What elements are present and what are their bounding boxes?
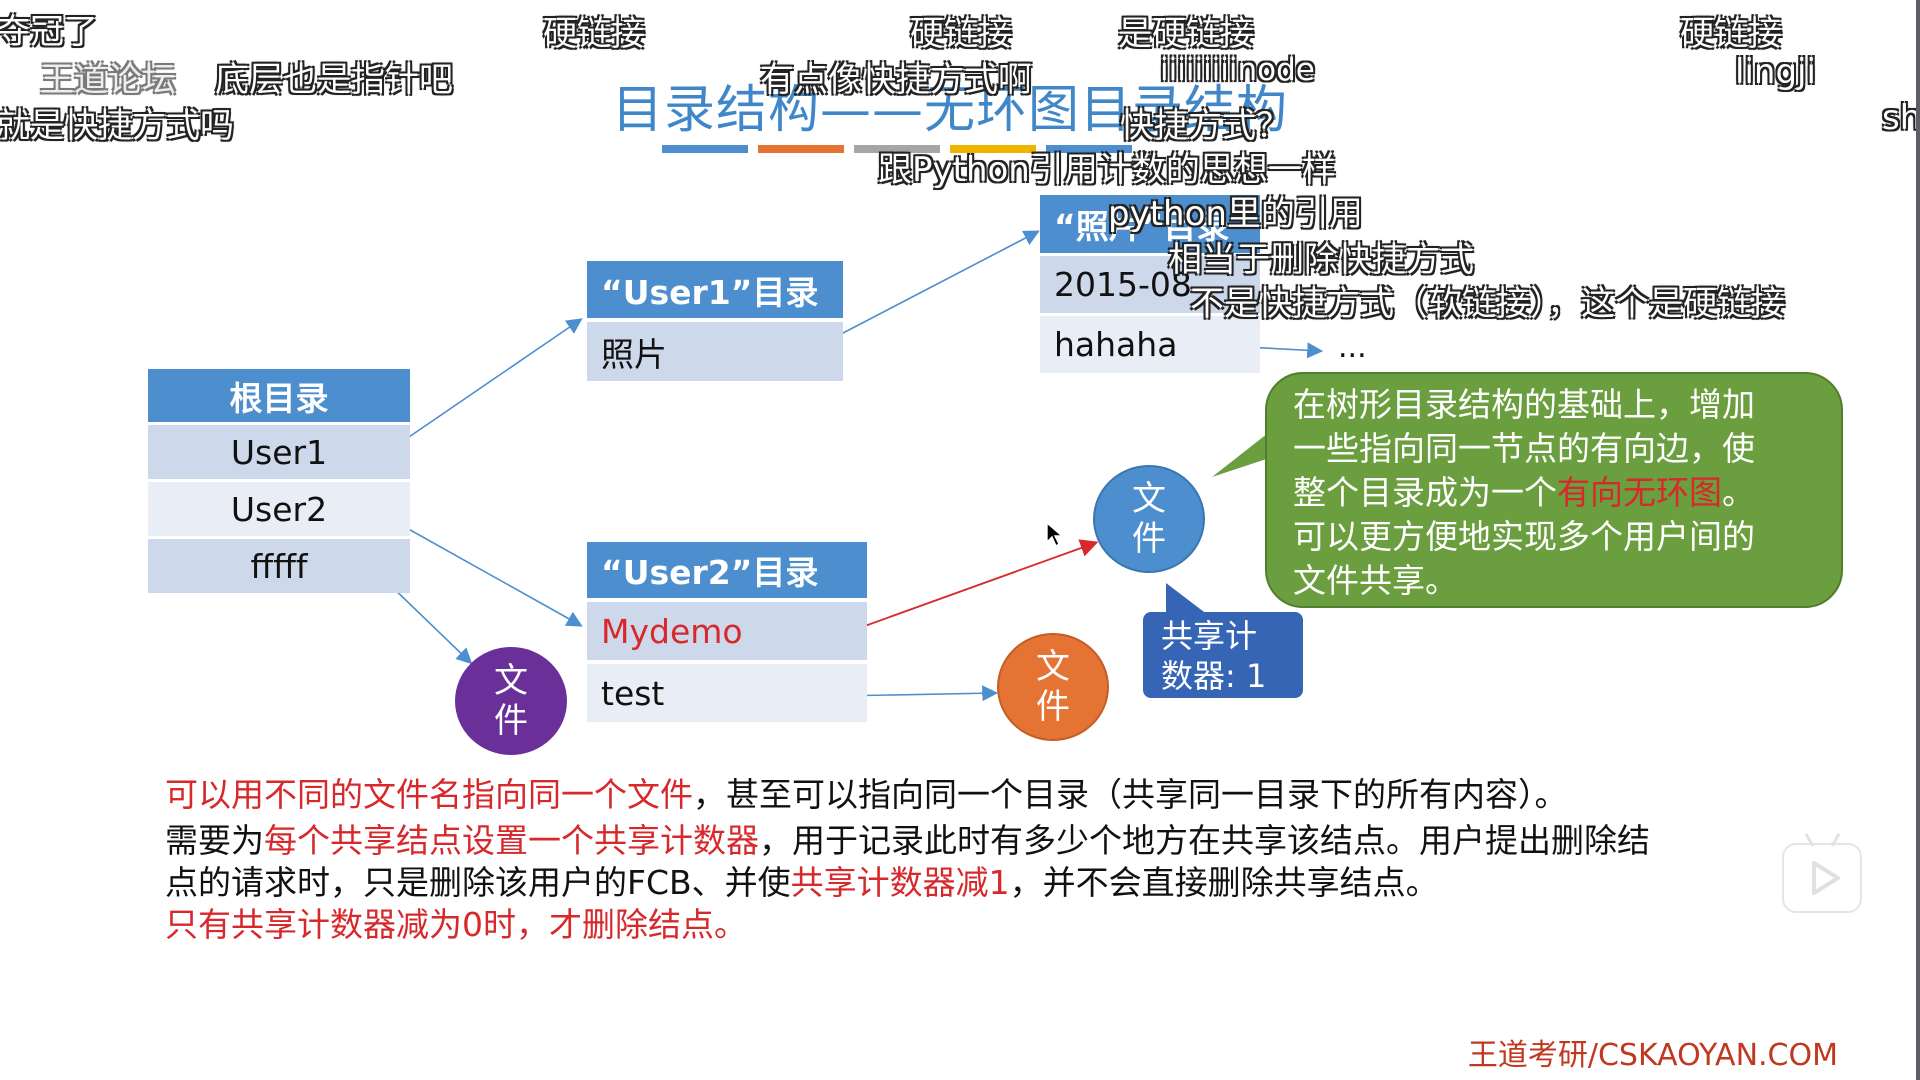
photos-directory-header: “照片”目录 [1040, 195, 1260, 253]
user2-directory-header: “User2”目录 [587, 542, 867, 598]
play-icon [1812, 861, 1840, 895]
callout-line-5: 文件共享。 [1293, 561, 1458, 600]
title-underline-yellow [950, 145, 1036, 153]
title-underline-gray [854, 145, 940, 153]
title-underline-orange [758, 145, 844, 153]
user2-row-mydemo: Mydemo [587, 602, 867, 660]
user2-row-test: test [587, 664, 867, 722]
callout-line-3: 整个目录成为一个有向无环图。 [1293, 471, 1811, 515]
arrow-user1-to-user1-dir [386, 318, 583, 453]
arrow-fffff-to-purple-file [386, 581, 473, 665]
paragraph-3-red: 共享计数器减1 [790, 863, 1010, 902]
user1-directory-table: “User1”目录 照片 [587, 261, 843, 387]
paragraph-1-black: ，甚至可以指向同一个目录（共享同一目录下的所有内容）。 [693, 775, 1568, 814]
title-underline-blue [662, 145, 748, 153]
title-underline-blue-2 [1046, 145, 1132, 153]
danmaku-comment: 跟Python引用计数的思想一样 [878, 150, 1336, 190]
footer-watermark: 王道考研/CSKAOYAN.COM [1467, 1038, 1838, 1073]
danmaku-comment: lingji [1735, 52, 1816, 92]
danmaku-comment: 硬链接 [910, 14, 1012, 54]
file-node-orange-label: 文件 [1036, 647, 1070, 727]
photos-directory-table: “照片”目录 2015-08 hahaha [1040, 195, 1260, 375]
slide-title: 目录结构——无环图目录结构 [612, 81, 1289, 140]
file-node-purple: 文件 [455, 647, 567, 755]
root-directory-header: 根目录 [148, 369, 410, 422]
callout-line-2: 一些指向同一节点的有向边，使 [1293, 429, 1755, 468]
root-row-user2: User2 [148, 482, 410, 536]
danmaku-comment: 不是快捷方式（软链接），这个是硬链接 [1190, 284, 1785, 324]
callout-line-3-pre: 整个目录成为一个 [1293, 473, 1557, 512]
danmaku-comment: 就是快捷方式吗 [0, 106, 234, 146]
tv-play-widget[interactable] [1782, 843, 1862, 913]
paragraph-2-b: ，用于记录此时有多少个地方在共享该结点。用户提出删除结 [759, 821, 1650, 860]
danmaku-comment: python里的引用 [1108, 194, 1363, 234]
danmaku-comment: iiiiiiiiinode [1160, 52, 1315, 88]
paragraph-3: 点的请求时，只是删除该用户的FCB、并使共享计数器减1，并不会直接删除共享结点。 [165, 862, 1439, 904]
danmaku-comment: 王道论坛 [40, 60, 176, 100]
arrow-photos-to-photos-dir [819, 230, 1040, 346]
root-row-fffff: fffff [148, 539, 410, 593]
paragraph-1: 可以用不同的文件名指向同一个文件，甚至可以指向同一个目录（共享同一目录下的所有内… [165, 774, 1568, 816]
paragraph-3-b: ，并不会直接删除共享结点。 [1009, 863, 1439, 902]
paragraph-1-red: 可以用不同的文件名指向同一个文件 [165, 775, 693, 814]
paragraph-2-a: 需要为 [165, 821, 264, 860]
file-node-orange: 文件 [997, 633, 1109, 741]
user1-directory-header: “User1”目录 [587, 261, 843, 318]
callout-line-3-post: 。 [1722, 473, 1755, 512]
danmaku-comment: 夺冠了 [0, 12, 98, 52]
danmaku-comment: 快捷方式？ [1120, 106, 1290, 146]
paragraph-4: 只有共享计数器减为0时，才删除结点。 [165, 904, 747, 946]
mouse-cursor-icon [1046, 522, 1064, 548]
paragraph-2-red: 每个共享结点设置一个共享计数器 [264, 821, 759, 860]
player-frame-edge [1916, 0, 1920, 1080]
arrow-user2-to-user2-dir [386, 516, 583, 627]
file-node-blue: 文件 [1093, 465, 1205, 573]
paragraph-4-red: 只有共享计数器减为0时，才删除结点。 [165, 905, 747, 944]
photos-ellipsis: ... [1338, 330, 1367, 365]
danmaku-comment: 是硬链接 [1118, 14, 1254, 54]
share-counter-line-1: 共享计 [1161, 617, 1258, 655]
dag-explanation-callout: 在树形目录结构的基础上，增加 一些指向同一节点的有向边，使 整个目录成为一个有向… [1265, 372, 1843, 608]
paragraph-3-a: 点的请求时，只是删除该用户的FCB、并使 [165, 863, 791, 902]
arrow-mydemo-to-blue-file [836, 539, 1099, 637]
danmaku-comment: sh [1882, 98, 1916, 138]
callout-dag-term: 有向无环图 [1557, 473, 1722, 512]
share-counter-line-2: 数器: 1 [1161, 657, 1267, 695]
danmaku-comment: 硬链接 [1680, 14, 1782, 54]
danmaku-comment: 硬链接 [543, 14, 645, 54]
root-directory-table: 根目录 User1 User2 fffff [148, 369, 410, 601]
user2-directory-table: “User2”目录 Mydemo test [587, 542, 867, 724]
root-row-user1: User1 [148, 425, 410, 479]
user1-row-photos: 照片 [587, 322, 843, 381]
danmaku-comment: 底层也是指针吧 [215, 60, 453, 100]
share-counter-callout: 共享计 数器: 1 [1143, 612, 1303, 698]
callout-line-1: 在树形目录结构的基础上，增加 [1293, 385, 1755, 424]
callout-line-4: 可以更方便地实现多个用户间的 [1293, 517, 1755, 556]
file-node-purple-label: 文件 [494, 661, 528, 741]
danmaku-comment: 相当于删除快捷方式 [1168, 240, 1474, 280]
photos-row-2015-08: 2015-08 [1040, 256, 1260, 313]
file-node-blue-label: 文件 [1132, 479, 1166, 559]
danmaku-comment: 有点像快捷方式啊 [760, 60, 1032, 100]
counter-callout-pointer [1166, 583, 1212, 618]
photos-row-hahaha: hahaha [1040, 316, 1260, 373]
paragraph-2: 需要为每个共享结点设置一个共享计数器，用于记录此时有多少个地方在共享该结点。用户… [165, 820, 1650, 862]
